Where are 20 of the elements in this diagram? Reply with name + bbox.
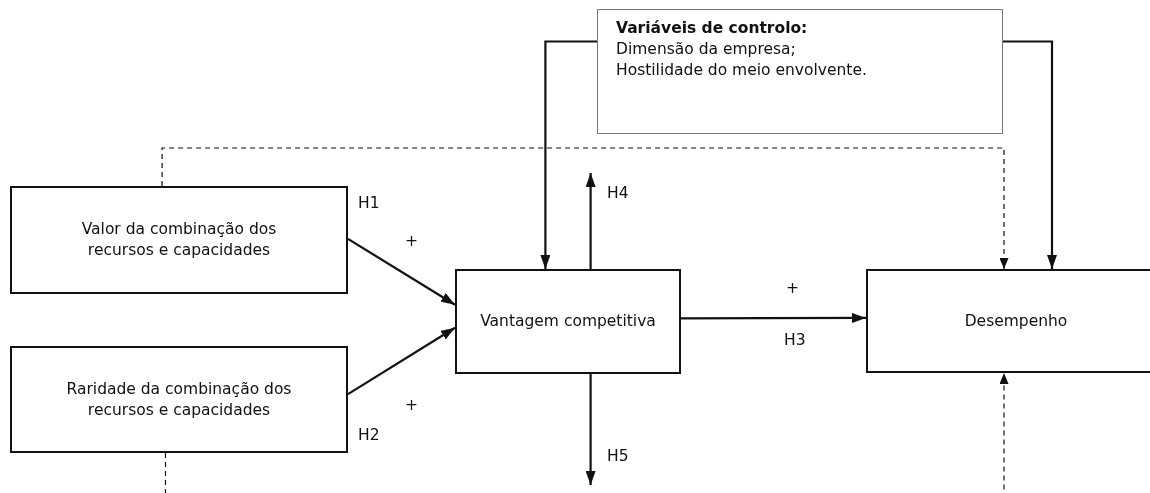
process-box — [10, 346, 348, 453]
process-box — [455, 269, 681, 374]
box-text: Raridade da combinação dos recursos e capacidades — [65, 378, 293, 421]
box-text: Vantagem competitiva — [480, 311, 656, 332]
arrow — [681, 312, 866, 323]
process-box — [10, 186, 348, 294]
arrow — [585, 173, 596, 269]
arrow — [164, 372, 1009, 493]
arrow — [161, 147, 1009, 270]
arrow — [540, 40, 597, 269]
box-text: Desempenho — [964, 310, 1068, 332]
box-text: Valor da combinação dos recursos e capacidades — [80, 219, 278, 261]
process-box — [866, 269, 1150, 373]
box-text: Dimensão da empresa; Hostilidade do meio envolvente. — [616, 38, 868, 81]
box-heading: Variáveis de controlo: — [616, 18, 808, 39]
note-box — [597, 9, 1003, 134]
arrow — [585, 374, 596, 485]
arrow — [1003, 40, 1057, 269]
arrow — [347, 238, 456, 306]
arrow — [347, 326, 456, 396]
